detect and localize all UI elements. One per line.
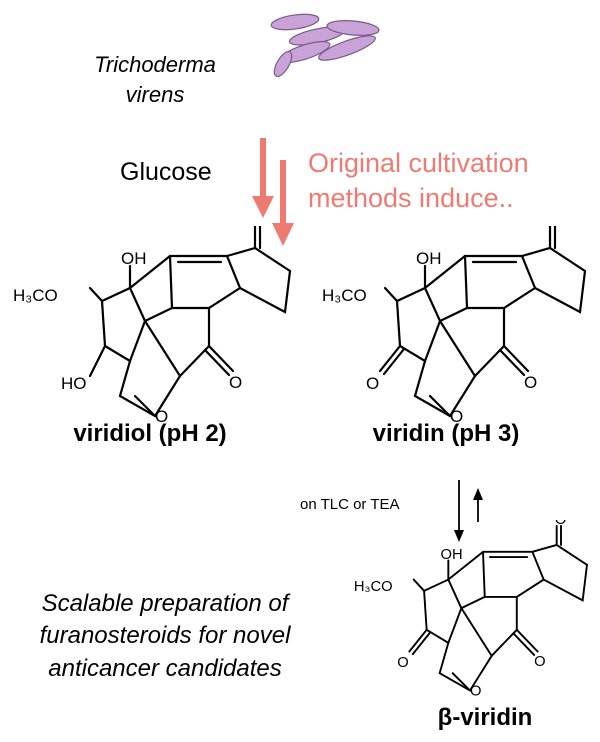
carbonyl-o-label: O bbox=[524, 373, 537, 392]
equilibrium-arrows bbox=[454, 480, 483, 542]
methoxy-label: H₃CO bbox=[322, 286, 367, 305]
organism-species: virens bbox=[125, 81, 185, 107]
furan-o-label: O bbox=[450, 407, 463, 426]
tagline-line-2: furanosteroids for novel bbox=[39, 622, 291, 650]
methoxy-label: H₃CO bbox=[13, 286, 58, 305]
tagline-line-3: anticancer candidates bbox=[48, 654, 282, 682]
oh-label: OH bbox=[441, 547, 463, 563]
oh-label: OH bbox=[416, 249, 442, 268]
beta-viridin-structure: OH O H₃CO O O O bbox=[354, 520, 589, 700]
fungus-icon bbox=[270, 13, 380, 78]
cultivation-arrows bbox=[252, 138, 294, 246]
viridin-structure: OH O H₃CO O O O bbox=[322, 226, 587, 426]
carbonyl-o-label: O bbox=[229, 373, 242, 392]
ho-label: HO bbox=[61, 374, 87, 393]
carbonyl-o-label: O bbox=[534, 654, 545, 670]
beta-viridin-name: β-viridin bbox=[437, 704, 533, 731]
tagline-line-1: Scalable preparation of bbox=[41, 590, 289, 617]
note-line-2: methods induce.. bbox=[308, 183, 514, 214]
methoxy-label: H₃CO bbox=[354, 579, 393, 595]
viridiol-name: viridiol (pH 2) bbox=[73, 420, 227, 447]
viridin-name: viridin (pH 3) bbox=[372, 420, 520, 447]
organism-genus: Trichoderma bbox=[94, 52, 216, 77]
furan-o-label: O bbox=[155, 407, 168, 426]
organism-label: Trichoderma virens bbox=[55, 50, 255, 109]
furan-o-label: O bbox=[470, 684, 481, 700]
enone-o-label: O bbox=[397, 655, 408, 671]
conversion-condition: on TLC or TEA bbox=[300, 496, 400, 513]
glucose-label: Glucose bbox=[120, 158, 212, 186]
oh-label: OH bbox=[121, 249, 147, 268]
tagline: Scalable preparation of furanosteroids f… bbox=[0, 588, 330, 685]
ketone-o-label: O bbox=[253, 226, 266, 228]
ketone-o-label: O bbox=[555, 520, 566, 528]
ketone-o-label: O bbox=[548, 226, 561, 228]
enone-o-label: O bbox=[366, 374, 379, 393]
cultivation-note: Original cultivation methods induce.. bbox=[308, 146, 529, 216]
note-line-1: Original cultivation bbox=[308, 148, 529, 178]
viridiol-structure: OH O H₃CO HO O O bbox=[13, 226, 292, 426]
